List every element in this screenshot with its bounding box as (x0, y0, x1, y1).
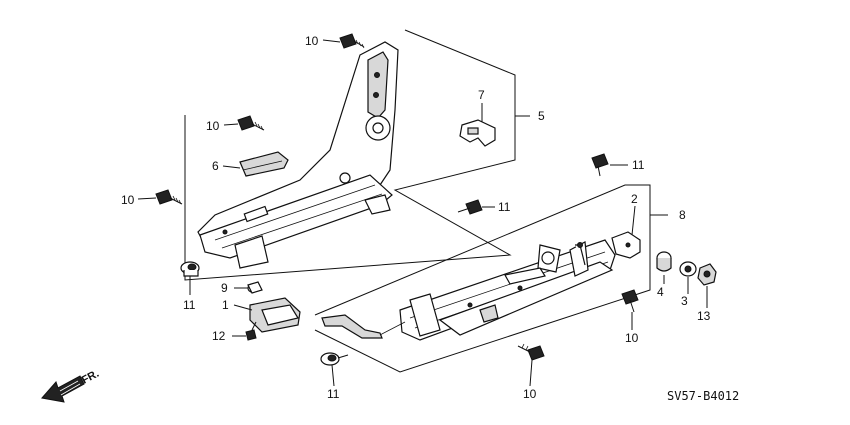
bolt-11-upper-right (591, 153, 609, 177)
upper-assembly-outline (184, 29, 530, 281)
callout-6: 6 (212, 159, 219, 173)
diagram-code: SV57-B4012 (667, 389, 739, 403)
front-direction-indicator: FR. (41, 368, 101, 403)
part-9-clip (247, 281, 263, 294)
callout-10-left2: 10 (121, 193, 135, 207)
callout-13: 13 (697, 309, 711, 323)
upper-seat-frame (197, 41, 399, 269)
nut-11-bottom (320, 352, 349, 366)
bolt-10-bottom (517, 343, 545, 361)
part-7-clip (459, 119, 496, 147)
part-6-lever-cover (239, 151, 289, 177)
part-1-sensor (247, 283, 301, 333)
callout-4: 4 (657, 285, 664, 299)
callout-7: 7 (478, 88, 485, 102)
front-label: FR. (80, 368, 101, 387)
leader-lines (137, 39, 708, 387)
callout-10-top: 10 (305, 34, 319, 48)
callout-11-d: 11 (327, 387, 340, 401)
callout-10-left1: 10 (206, 119, 220, 133)
slide-lever-handle (321, 314, 406, 339)
bolt-10-top (339, 33, 365, 49)
callout-2: 2 (631, 192, 638, 206)
callout-11-c: 11 (183, 298, 196, 312)
callout-11-a: 11 (632, 158, 645, 172)
callout-8: 8 (679, 208, 686, 222)
callout-9: 9 (221, 281, 228, 295)
bolt-10-left2 (155, 189, 183, 205)
part-12-screw (245, 321, 257, 341)
callout-5: 5 (538, 109, 545, 123)
part-13-nut (697, 263, 717, 286)
nut-11-left (180, 261, 200, 277)
callout-labels: 10 10 10 6 7 5 11 11 2 8 11 9 1 12 4 3 1… (121, 34, 711, 401)
lower-assembly-outline (314, 184, 668, 373)
part-3-washer (679, 261, 697, 277)
callout-10-bottom: 10 (523, 387, 537, 401)
bolt-10-left1 (237, 115, 265, 131)
part-4-cap (656, 251, 672, 272)
part-2-bracket (611, 231, 641, 259)
bolt-10-right (621, 289, 639, 313)
bolt-11-middle (457, 199, 483, 215)
callout-11-b: 11 (498, 200, 511, 214)
lower-seat-rail (399, 239, 616, 341)
callout-3: 3 (681, 294, 688, 308)
callout-1: 1 (222, 298, 229, 312)
callout-10-right: 10 (625, 331, 639, 345)
front-arrow-icon (41, 375, 85, 403)
callout-12: 12 (212, 329, 226, 343)
